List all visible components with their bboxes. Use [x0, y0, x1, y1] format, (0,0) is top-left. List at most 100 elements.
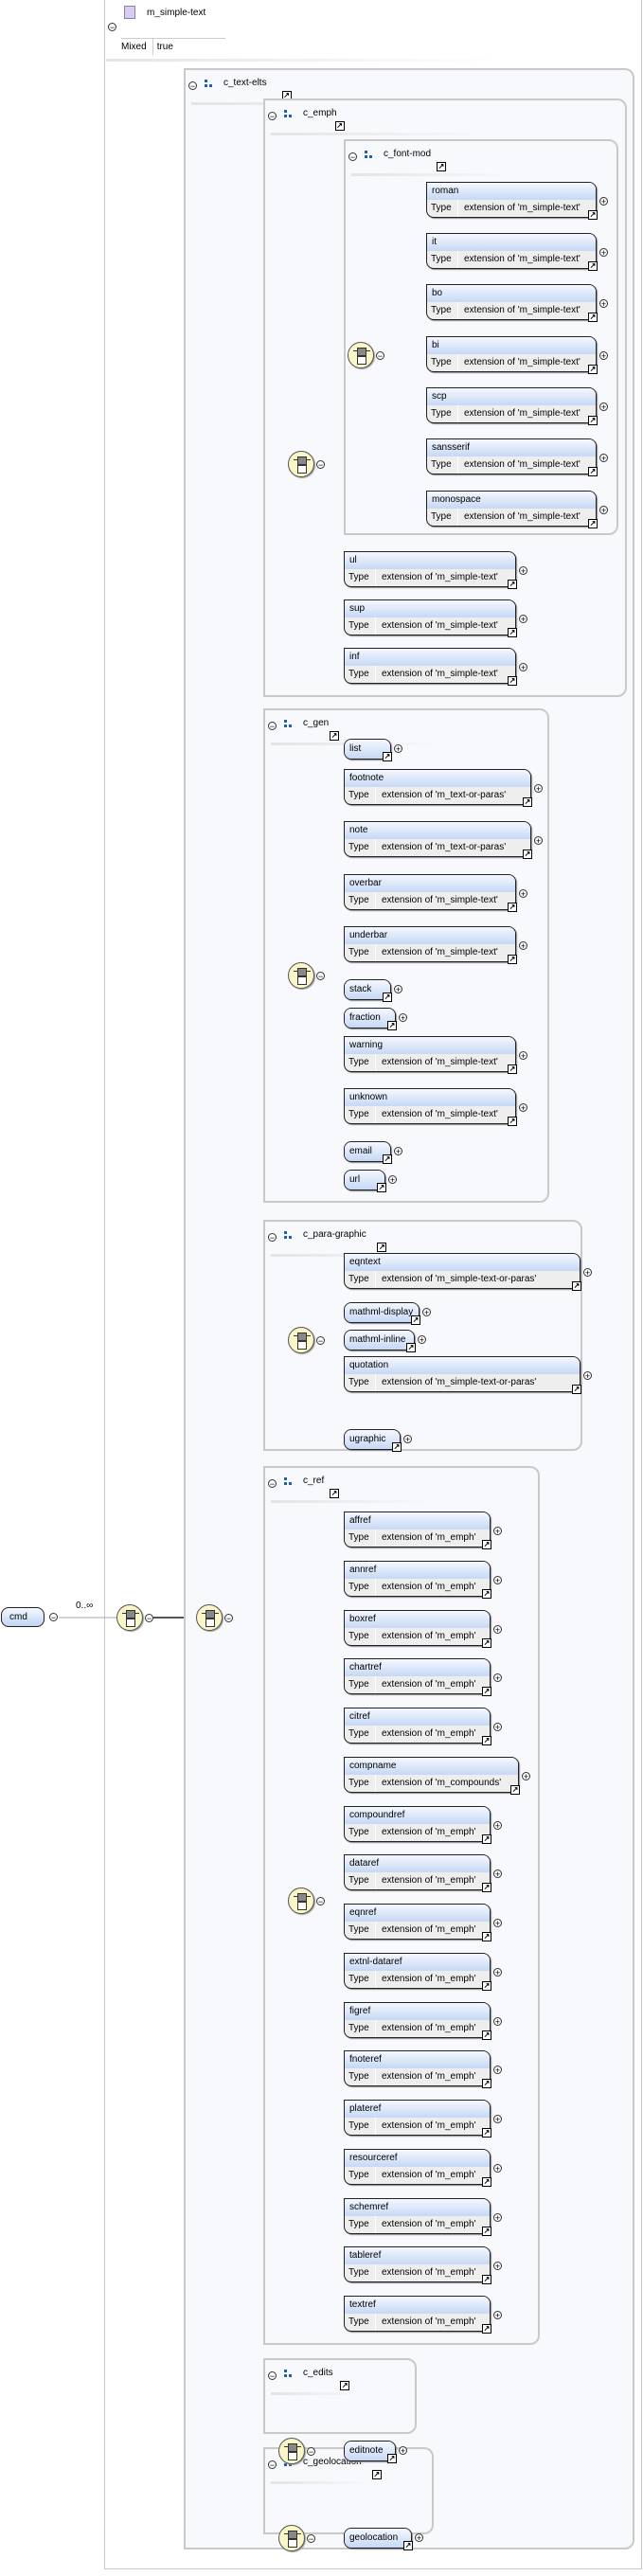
reference-link-icon[interactable]: ↗	[334, 121, 345, 131]
expand-icon[interactable]: +	[399, 2446, 407, 2456]
reference-link-icon[interactable]: ↗	[340, 2381, 350, 2390]
reference-link-icon[interactable]: ↗	[508, 580, 517, 589]
collapse-icon[interactable]: −	[224, 1614, 233, 1623]
reference-link-icon[interactable]: ↗	[482, 1540, 491, 1549]
expand-icon[interactable]: +	[534, 784, 543, 794]
element-cmd[interactable]: cmd	[1, 1607, 45, 1627]
expand-icon[interactable]: +	[493, 1869, 502, 1879]
collapse-icon[interactable]: −	[307, 2534, 315, 2544]
reference-link-icon[interactable]: ↗	[437, 162, 446, 171]
sequence-compositor-icon[interactable]	[116, 1604, 143, 1631]
expand-icon[interactable]: +	[399, 1013, 407, 1023]
reference-link-icon[interactable]: ↗	[588, 365, 598, 374]
collapse-icon[interactable]: −	[268, 112, 277, 121]
sequence-compositor-icon[interactable]	[196, 1604, 223, 1631]
expand-icon[interactable]: +	[493, 1821, 502, 1831]
reference-link-icon[interactable]: ↗	[482, 1687, 491, 1696]
expand-icon[interactable]: +	[599, 197, 608, 206]
sequence-compositor-icon[interactable]	[278, 2438, 305, 2464]
expand-icon[interactable]: +	[415, 2533, 423, 2543]
reference-link-icon[interactable]: ↗	[588, 261, 598, 271]
element-fraction[interactable]: fraction	[344, 1008, 396, 1029]
sequence-compositor-icon[interactable]	[288, 1327, 314, 1353]
reference-link-icon[interactable]: ↗	[588, 416, 598, 425]
reference-link-icon[interactable]: ↗	[508, 628, 517, 637]
reference-link-icon[interactable]: ↗	[411, 1315, 420, 1325]
reference-link-icon[interactable]: ↗	[482, 2275, 491, 2284]
expand-icon[interactable]: +	[493, 2262, 502, 2271]
reference-link-icon[interactable]: ↗	[482, 1834, 491, 1844]
expand-icon[interactable]: +	[418, 1335, 426, 1345]
reference-link-icon[interactable]: ↗	[387, 2454, 397, 2463]
expand-icon[interactable]: +	[394, 1147, 402, 1156]
expand-icon[interactable]: +	[388, 1175, 397, 1185]
expand-icon[interactable]: +	[493, 2213, 502, 2223]
expand-icon[interactable]: +	[519, 615, 527, 624]
element-list[interactable]: list	[344, 739, 391, 760]
expand-icon[interactable]: +	[493, 2164, 502, 2174]
element-mathml-display[interactable]: mathml-display	[344, 1302, 420, 1323]
expand-icon[interactable]: +	[493, 1527, 502, 1536]
reference-link-icon[interactable]: ↗	[377, 1183, 386, 1192]
element-mathml-inline[interactable]: mathml-inline	[344, 1330, 415, 1351]
reference-link-icon[interactable]: ↗	[482, 1638, 491, 1648]
sequence-compositor-icon[interactable]	[288, 451, 314, 477]
reference-link-icon[interactable]: ↗	[482, 2177, 491, 2187]
reference-link-icon[interactable]: ↗	[508, 903, 517, 912]
expand-icon[interactable]: +	[519, 566, 527, 576]
reference-link-icon[interactable]: ↗	[523, 850, 532, 859]
collapse-icon[interactable]: −	[268, 2460, 277, 2470]
reference-link-icon[interactable]: ↗	[588, 210, 598, 220]
sequence-compositor-icon[interactable]	[348, 342, 374, 368]
expand-icon[interactable]: +	[493, 1576, 502, 1585]
expand-icon[interactable]: +	[534, 836, 543, 846]
expand-icon[interactable]: +	[394, 744, 402, 754]
expand-icon[interactable]: +	[599, 248, 608, 258]
reference-link-icon[interactable]: ↗	[330, 731, 339, 741]
reference-link-icon[interactable]: ↗	[406, 1343, 416, 1352]
reference-link-icon[interactable]: ↗	[392, 1442, 402, 1452]
expand-icon[interactable]: +	[493, 1625, 502, 1635]
expand-icon[interactable]: +	[522, 1772, 530, 1781]
collapse-icon[interactable]: −	[268, 2371, 277, 2381]
reference-link-icon[interactable]: ↗	[377, 1243, 387, 1252]
expand-icon[interactable]: +	[583, 1371, 592, 1381]
reference-link-icon[interactable]: ↗	[482, 1589, 491, 1599]
collapse-icon[interactable]: −	[268, 722, 277, 731]
reference-link-icon[interactable]: ↗	[482, 2030, 491, 2040]
reference-link-icon[interactable]: ↗	[508, 676, 517, 686]
expand-icon[interactable]: +	[493, 1723, 502, 1732]
collapse-icon[interactable]: −	[316, 460, 325, 470]
element-email[interactable]: email	[344, 1141, 391, 1162]
collapse-icon[interactable]: −	[348, 152, 357, 162]
reference-link-icon[interactable]: ↗	[371, 2470, 382, 2479]
collapse-icon[interactable]: −	[145, 1614, 153, 1623]
reference-link-icon[interactable]: ↗	[508, 1064, 517, 1074]
expand-icon[interactable]: +	[599, 506, 608, 515]
collapse-icon[interactable]: −	[376, 351, 384, 361]
reference-link-icon[interactable]: ↗	[510, 1785, 520, 1795]
expand-icon[interactable]: +	[599, 402, 608, 412]
expand-icon[interactable]: +	[493, 2017, 502, 2027]
collapse-icon[interactable]: −	[108, 23, 116, 32]
expand-icon[interactable]: +	[583, 1268, 592, 1278]
